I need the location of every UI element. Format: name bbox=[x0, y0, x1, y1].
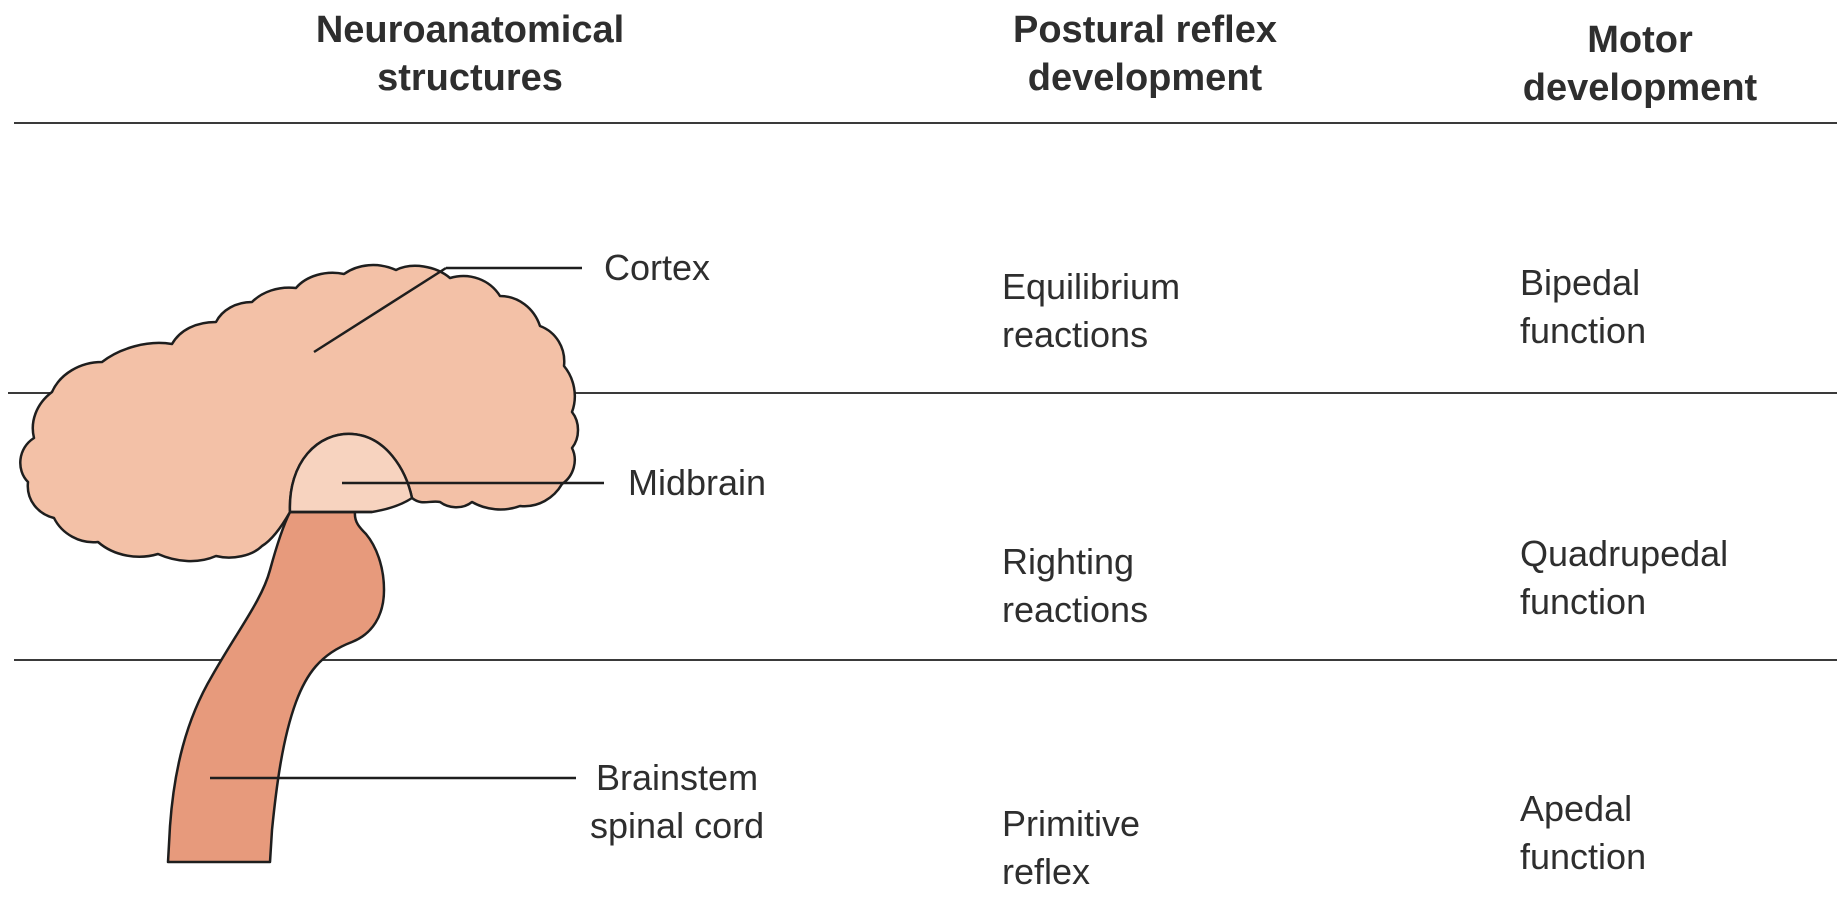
row2-postural-reflex: Righting reactions bbox=[1002, 538, 1148, 634]
row3-postural-line2: reflex bbox=[1002, 848, 1140, 896]
row2-motor-development: Quadrupedal function bbox=[1520, 530, 1728, 626]
row2-motor-line1: Quadrupedal bbox=[1520, 530, 1728, 578]
row1-postural-line1: Equilibrium bbox=[1002, 263, 1180, 311]
row1-postural-line2: reactions bbox=[1002, 311, 1180, 359]
row1-motor-line2: function bbox=[1520, 307, 1646, 355]
label-brainstem-spinal-cord: Brainstem spinal cord bbox=[590, 754, 764, 850]
row3-postural-line1: Primitive bbox=[1002, 800, 1140, 848]
label-midbrain-line1: Midbrain bbox=[628, 459, 766, 507]
row3-motor-line2: function bbox=[1520, 833, 1646, 881]
row1-motor-development: Bipedal function bbox=[1520, 259, 1646, 355]
label-cortex: Cortex bbox=[604, 244, 710, 292]
row3-postural-reflex: Primitive reflex bbox=[1002, 800, 1140, 896]
row1-postural-reflex: Equilibrium reactions bbox=[1002, 263, 1180, 359]
row2-motor-line2: function bbox=[1520, 578, 1728, 626]
brainstem-shape bbox=[168, 512, 384, 862]
label-midbrain: Midbrain bbox=[628, 459, 766, 507]
row2-postural-line2: reactions bbox=[1002, 586, 1148, 634]
label-cortex-line1: Cortex bbox=[604, 244, 710, 292]
row1-motor-line1: Bipedal bbox=[1520, 259, 1646, 307]
row3-motor-line1: Apedal bbox=[1520, 785, 1646, 833]
row2-postural-line1: Righting bbox=[1002, 538, 1148, 586]
label-brainstem-line1: Brainstem bbox=[590, 754, 764, 802]
label-brainstem-line2: spinal cord bbox=[590, 802, 764, 850]
row3-motor-development: Apedal function bbox=[1520, 785, 1646, 881]
